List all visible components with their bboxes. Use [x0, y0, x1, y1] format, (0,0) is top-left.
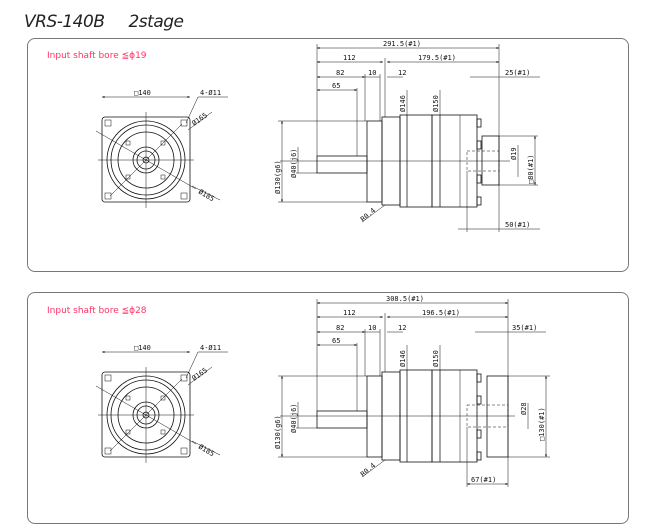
- output-bore-dia: Ø28: [520, 402, 528, 415]
- output-square-dim: □130(#1): [538, 407, 546, 441]
- dim-12: 12: [398, 324, 406, 332]
- input-bore-label: Input shaft bore ≦ϕ28: [47, 306, 147, 316]
- tip-dim: 35(#1): [512, 324, 537, 332]
- output-square-dim: □80(#1): [527, 154, 535, 184]
- front-square-dim: □140: [134, 344, 151, 352]
- holes-dim: 4-Ø11: [200, 89, 221, 97]
- dim-10: 10: [368, 69, 376, 77]
- shaft-dia: Ø40(j6): [290, 148, 298, 178]
- pilot-dia: Ø130(g6): [274, 415, 282, 449]
- panel-2-drawing: □140 4-Ø11 Ø165 Ø185 308.5(#1) 112: [95, 295, 550, 487]
- dim-65: 65: [332, 337, 340, 345]
- drawing-panel-28: [27, 292, 629, 524]
- radius-dim: R0.4: [359, 207, 377, 224]
- tip-dim: 25(#1): [505, 69, 530, 77]
- pcd-dim: Ø165: [191, 366, 209, 382]
- dim-112: 112: [343, 309, 356, 317]
- dia-150: Ø150: [432, 350, 440, 367]
- model-name: VRS-140B: [24, 12, 105, 32]
- outer-dim: Ø185: [197, 188, 216, 203]
- side-view: 291.5(#1) 112 179.5(#1) 82 10 12 25(#1) …: [274, 40, 540, 232]
- bottom-dim: 50(#1): [505, 221, 530, 229]
- dim-82: 82: [336, 69, 344, 77]
- side-view: 308.5(#1) 112 196.5(#1) 82 10 12 35(#1) …: [274, 295, 550, 487]
- front-view: □140 4-Ø11 Ø165 Ø185: [95, 344, 228, 463]
- dim-112: 112: [343, 54, 356, 62]
- output-length-dim: 179.5(#1): [418, 54, 456, 62]
- dim-10: 10: [368, 324, 376, 332]
- overall-length-dim: 308.5(#1): [386, 295, 424, 303]
- stage-label: 2stage: [128, 12, 184, 32]
- input-bore-label: Input shaft bore ≦ϕ19: [47, 51, 147, 61]
- output-bore-dia: Ø19: [510, 147, 518, 160]
- dia-146: Ø146: [399, 95, 407, 112]
- dia-146: Ø146: [399, 350, 407, 367]
- dia-150: Ø150: [432, 95, 440, 112]
- front-square-dim: □140: [134, 89, 151, 97]
- panel-1-drawing: □140 4-Ø11 Ø165 Ø185 291.5(#1): [95, 40, 540, 232]
- radius-dim: R0.4: [359, 462, 377, 479]
- dim-65: 65: [332, 82, 340, 90]
- outer-dim: Ø185: [197, 443, 216, 458]
- dim-82: 82: [336, 324, 344, 332]
- output-length-dim: 196.5(#1): [422, 309, 460, 317]
- drawing-panel-19: [27, 38, 629, 272]
- front-view: □140 4-Ø11 Ø165 Ø185: [95, 89, 228, 208]
- page-title: VRS-140B 2stage: [24, 12, 208, 32]
- shaft-dia: Ø40(j6): [290, 403, 298, 433]
- bottom-dim: 67(#1): [471, 476, 496, 484]
- overall-length-dim: 291.5(#1): [383, 40, 421, 48]
- pilot-dia: Ø130(g6): [274, 160, 282, 194]
- pcd-dim: Ø165: [191, 111, 209, 127]
- holes-dim: 4-Ø11: [200, 344, 221, 352]
- dim-12: 12: [398, 69, 406, 77]
